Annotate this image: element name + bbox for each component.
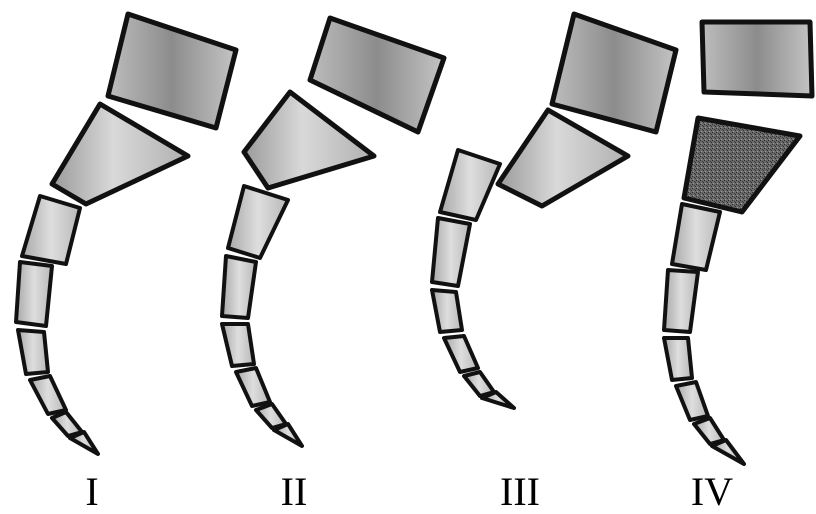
wedge-segment (52, 104, 188, 204)
tail-tip (274, 424, 302, 446)
tail-segment-2 (664, 270, 698, 332)
variant-2 (222, 18, 444, 446)
block-segment (108, 14, 236, 128)
wedge-segment (244, 92, 374, 188)
label-variant-4: IV (691, 472, 733, 512)
block-segment (702, 22, 812, 96)
label-variant-3: III (500, 472, 540, 512)
tail-segment-3 (664, 338, 692, 380)
tail-segment-3 (222, 324, 254, 366)
tail-segment-2 (16, 262, 52, 326)
tail-segment-1 (440, 150, 500, 220)
tail-segment-1 (22, 196, 80, 264)
tail-segment-3 (18, 330, 48, 374)
tail-tip (712, 440, 744, 464)
tail-segment-4 (30, 376, 66, 414)
tail-segment-4 (676, 382, 708, 420)
tail-segment-4 (444, 336, 478, 372)
label-variant-2: II (281, 472, 308, 512)
tail-segment-5 (256, 404, 286, 428)
tail-segment-1 (228, 186, 288, 258)
tail-segment-1 (672, 204, 720, 270)
tail-tip (70, 432, 98, 454)
wedge-segment (498, 110, 628, 206)
tail-segment-5 (694, 418, 724, 444)
tail-segment-2 (432, 218, 470, 286)
variant-4 (664, 22, 812, 464)
tail-segment-5 (464, 372, 494, 396)
block-segment (552, 14, 676, 132)
wedge-segment-speckled (684, 118, 800, 212)
tail-segment-3 (432, 290, 462, 332)
variant-3 (432, 14, 676, 408)
tail-segment-5 (52, 412, 82, 436)
label-variant-1: I (85, 472, 98, 512)
tail-segment-4 (236, 368, 270, 406)
tail-segment-2 (222, 256, 256, 318)
variant-1 (16, 14, 236, 454)
tail-tip (482, 392, 514, 408)
block-segment (310, 18, 444, 132)
